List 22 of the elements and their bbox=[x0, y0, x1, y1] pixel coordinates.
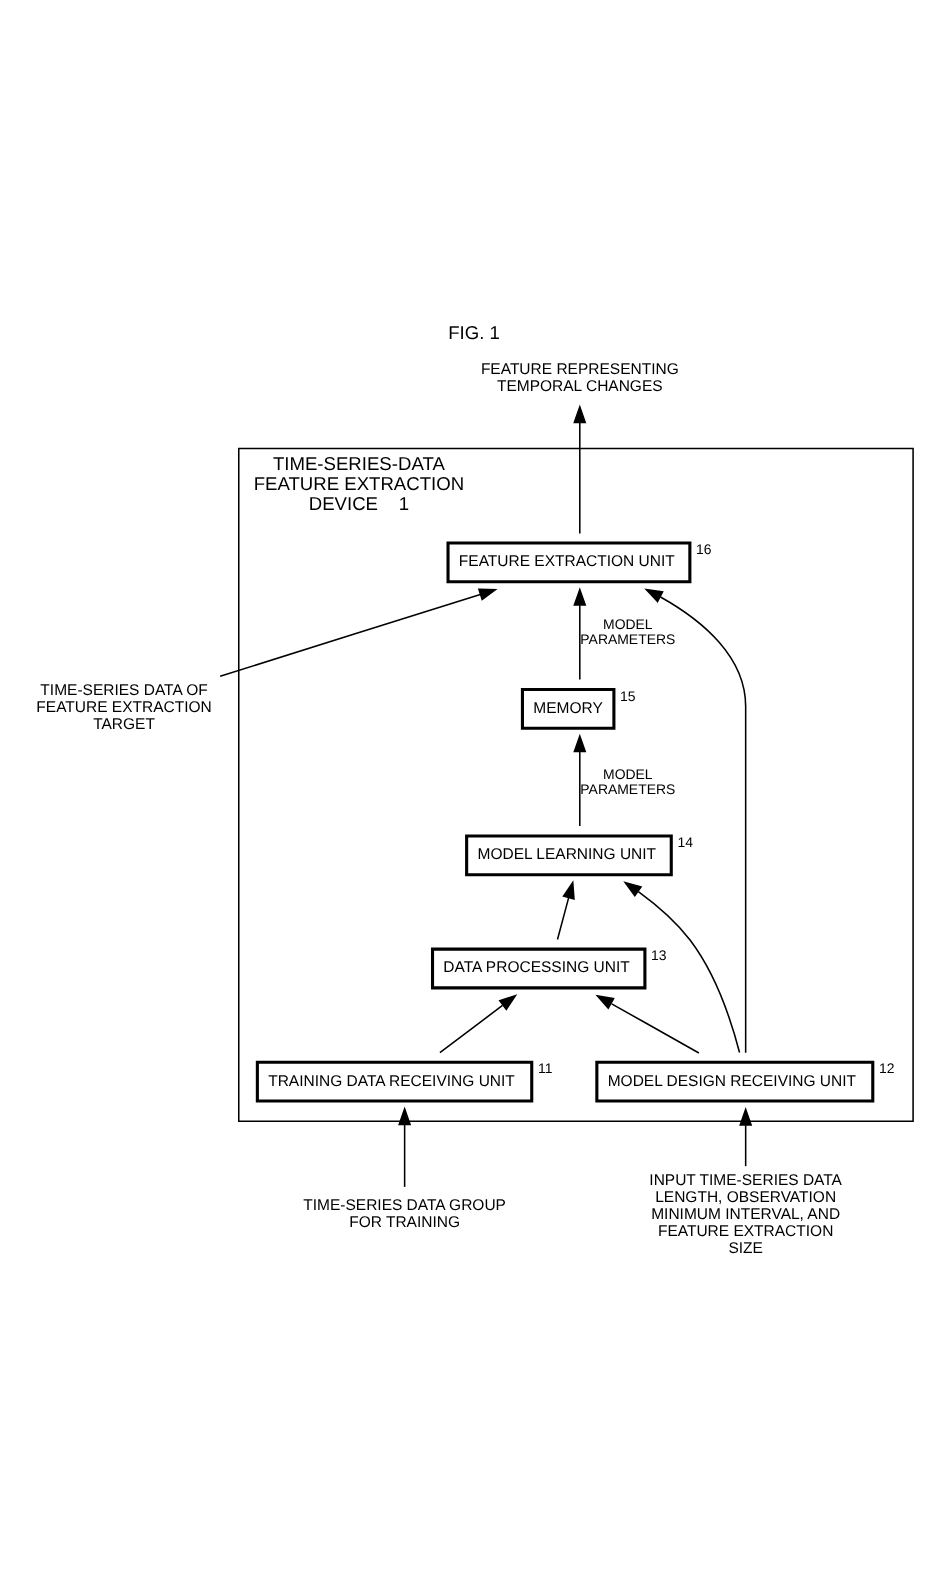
arrow bbox=[739, 1106, 753, 1166]
node-box: FEATURE EXTRACTION UNIT bbox=[446, 540, 692, 583]
node-box: TRAINING DATA RECEIVING UNIT bbox=[255, 1059, 534, 1102]
node-text: TIME-SERIES DATA GROUP FOR TRAINING bbox=[303, 1195, 506, 1231]
arrow bbox=[556, 879, 575, 940]
arrow bbox=[573, 732, 587, 826]
arrow bbox=[573, 403, 587, 534]
arrow bbox=[573, 586, 587, 680]
node-text: TIME-SERIES DATA OF FEATURE EXTRACTION TARGET bbox=[36, 679, 212, 732]
arrow bbox=[595, 993, 700, 1053]
node-box: MEMORY bbox=[520, 686, 616, 729]
node-box: MODEL LEARNING UNIT bbox=[465, 833, 673, 876]
arrow bbox=[623, 880, 741, 1053]
arrow bbox=[644, 587, 747, 1053]
node-text: FEATURE REPRESENTING TEMPORAL CHANGES bbox=[480, 359, 679, 395]
node-text: INPUT TIME-SERIES DATA LENGTH, OBSERVATION MINIMUM INTERVAL, AND FEATURE EXTRACTION SIZE bbox=[649, 1169, 842, 1256]
diagram-title: FIG. 1 bbox=[448, 322, 500, 343]
node-box: MODEL DESIGN RECEIVING UNIT bbox=[595, 1059, 875, 1102]
arrow bbox=[398, 1105, 412, 1187]
arrow bbox=[219, 587, 498, 677]
node-box: DATA PROCESSING UNIT bbox=[430, 946, 647, 989]
arrow bbox=[439, 993, 518, 1053]
